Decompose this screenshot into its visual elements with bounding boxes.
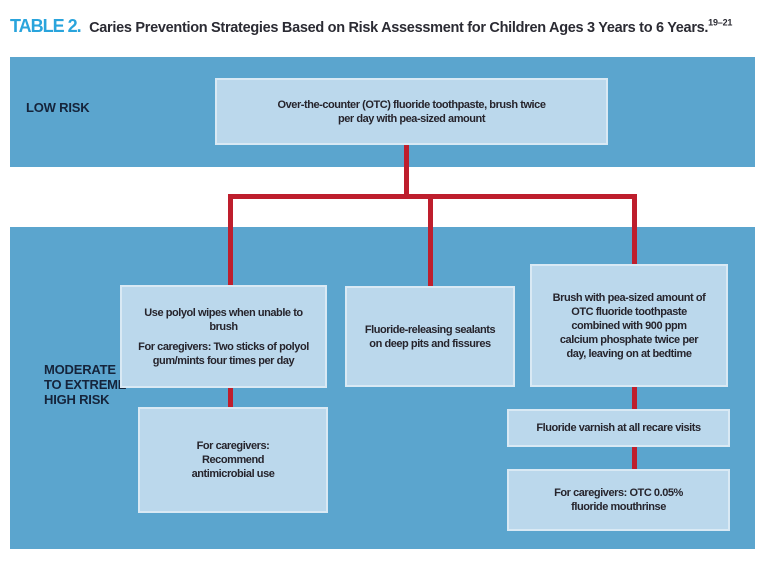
citation-superscript: 19–21 — [708, 17, 733, 28]
polyol-wipes-line2: brush — [209, 320, 238, 333]
table-number-label: TABLE 2. — [10, 16, 82, 36]
mouthrinse-line2: fluoride mouthrinse — [571, 501, 666, 513]
calcium-line3: combined with 900 ppm — [571, 319, 687, 332]
fluoride-sealants-box: Fluoride-releasing sealants on deep pits… — [345, 286, 515, 387]
antimicrobial-line2: Recommend — [202, 454, 264, 466]
polyol-wipes-box: Use polyol wipes when unable to brush Fo… — [120, 285, 327, 388]
moderate-risk-label: MODERATE TO EXTREME HIGH RISK — [44, 362, 126, 407]
moderate-risk-label-line2: TO EXTREME — [44, 377, 127, 392]
calcium-line2: OTC fluoride toothpaste — [571, 305, 687, 318]
calcium-line1: Brush with pea-sized amount of — [552, 291, 706, 304]
antimicrobial-box: For caregivers: Recommend antimicrobial … — [138, 407, 328, 513]
connector-top-drop — [404, 145, 409, 195]
connector-left-lower-drop — [228, 388, 233, 407]
sealants-line1: Fluoride-releasing sealants — [364, 323, 496, 336]
sealants-line2: on deep pits and fissures — [369, 337, 491, 350]
otc-toothpaste-line1: Over-the-counter (OTC) fluoride toothpas… — [277, 98, 546, 111]
connector-middle-drop — [428, 194, 433, 286]
polyol-wipes-paragraph: Use polyol wipes when unable to brush — [144, 306, 303, 334]
connector-right-bottom-drop — [632, 447, 637, 469]
calcium-line4: calcium phosphate twice per — [559, 333, 699, 346]
polyol-caregivers-line2: gum/mints four times per day — [152, 354, 295, 367]
polyol-caregivers-paragraph: For caregivers: Two sticks of polyol gum… — [138, 340, 309, 368]
connector-left-drop — [228, 194, 233, 285]
connector-right-drop — [632, 194, 637, 264]
antimicrobial-line3: antimicrobial use — [191, 468, 275, 480]
polyol-wipes-line1: Use polyol wipes when unable to — [144, 306, 303, 319]
moderate-risk-label-line3: HIGH RISK — [44, 392, 110, 407]
connector-right-lower-drop — [632, 387, 637, 409]
moderate-risk-label-line1: MODERATE — [44, 362, 116, 377]
antimicrobial-line1: For caregivers: — [196, 440, 270, 452]
polyol-caregivers-line1: For caregivers: Two sticks of polyol — [138, 340, 309, 353]
fluoride-mouthrinse-box: For caregivers: OTC 0.05% fluoride mouth… — [507, 469, 730, 531]
low-risk-label: LOW RISK — [26, 100, 90, 115]
otc-toothpaste-box: Over-the-counter (OTC) fluoride toothpas… — [215, 78, 608, 145]
varnish-line1: Fluoride varnish at all recare visits — [536, 422, 701, 434]
table-title-text: Caries Prevention Strategies Based on Ri… — [89, 20, 709, 36]
calcium-toothpaste-box: Brush with pea-sized amount of OTC fluor… — [530, 264, 728, 387]
otc-toothpaste-line2: per day with pea-sized amount — [337, 112, 486, 125]
calcium-line5: day, leaving on at bedtime — [566, 347, 692, 360]
figure-title: TABLE 2. Caries Prevention Strategies Ba… — [10, 16, 762, 37]
mouthrinse-line1: For caregivers: OTC 0.05% — [554, 487, 683, 499]
fluoride-varnish-box: Fluoride varnish at all recare visits — [507, 409, 730, 447]
